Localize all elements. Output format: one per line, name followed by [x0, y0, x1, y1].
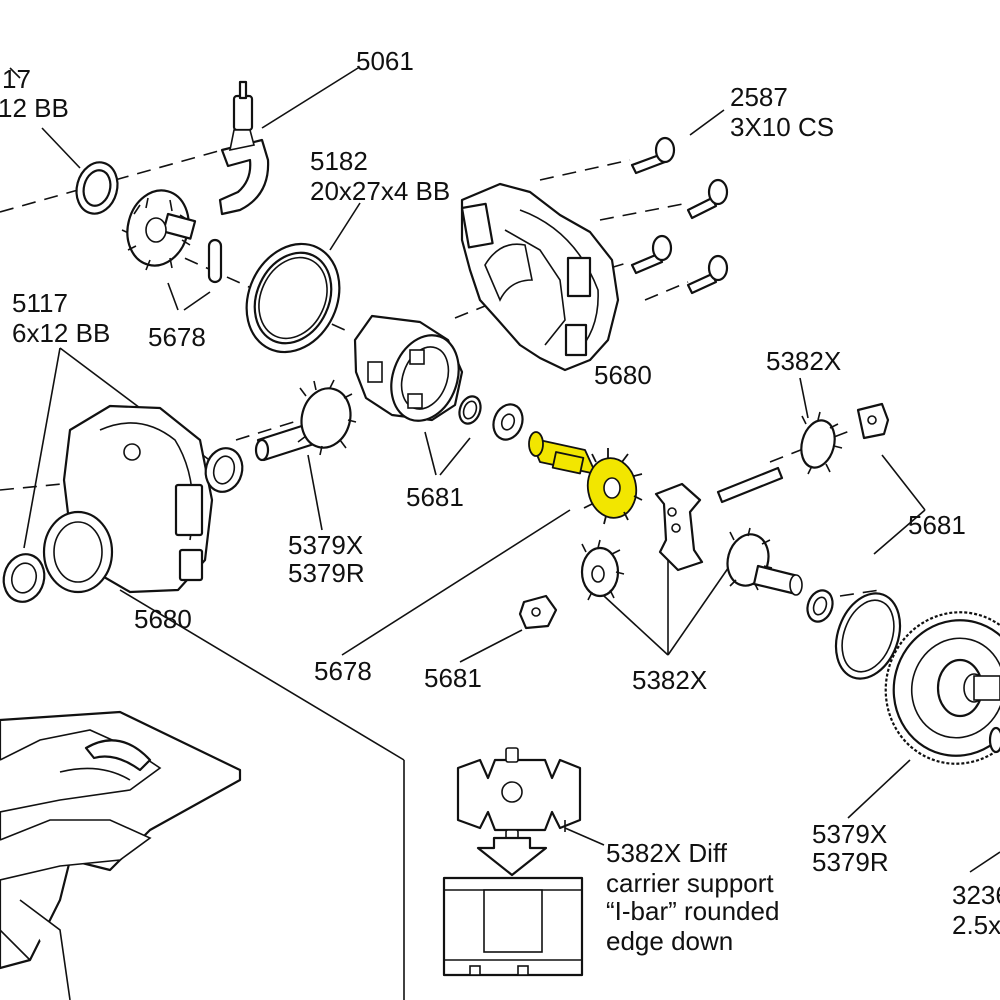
spider-gear-right	[800, 411, 843, 475]
note-line-2: carrier support	[606, 868, 774, 898]
highlighted-output-shaft	[528, 431, 643, 525]
label-housing-upper: 5680	[594, 360, 652, 390]
screw-1	[630, 136, 676, 175]
label-bb-top-left-size: 12 BB	[0, 93, 69, 123]
output-gear-right	[726, 527, 803, 596]
diff-gasket	[834, 592, 902, 680]
screw-bottom-right	[988, 726, 1000, 754]
small-block-right	[856, 402, 890, 440]
label-diff-parts-small: 5681	[424, 663, 482, 693]
washer-center-1	[458, 395, 482, 425]
bearing-top-left	[75, 161, 119, 215]
screw-4	[686, 254, 729, 295]
label-fork-num: 5061	[356, 46, 414, 76]
label-diff-parts-right: 5681	[908, 510, 966, 540]
diff-carrier	[353, 314, 464, 422]
output-gear-left	[254, 379, 357, 462]
label-screw-br-size: 2.5x	[952, 910, 1000, 940]
washer-center-2	[492, 403, 524, 441]
pin-shaft-right	[716, 466, 784, 504]
label-pin-highlight: 5678	[314, 656, 372, 686]
spider-gear-top-left	[126, 189, 197, 271]
bearing-left-upper	[204, 447, 244, 493]
label-gear-set-top: 5382X	[766, 346, 841, 376]
label-bb-left-num: 5117	[12, 288, 68, 318]
pin-left	[207, 238, 223, 284]
label-bb-left-size: 6x12 BB	[12, 318, 110, 348]
label-output-right-a: 5379X	[812, 819, 887, 849]
label-bb-top-left-num: 17	[2, 64, 31, 94]
chassis-section	[0, 710, 242, 1000]
label-screw-size: 3X10 CS	[730, 112, 834, 142]
label-housing-left: 5680	[134, 604, 192, 634]
i-bar-carrier-support	[654, 482, 704, 572]
bearing-left-lower	[2, 553, 46, 603]
small-block-bottom	[518, 594, 558, 630]
seal-ring	[245, 242, 341, 354]
diff-housing-left	[42, 404, 214, 594]
label-gear-set-bottom: 5382X	[632, 665, 707, 695]
label-output-left-b: 5379R	[288, 558, 365, 588]
label-output-right-b: 5379R	[812, 847, 889, 877]
inset-i-bar	[442, 747, 584, 977]
note-line-3: “I-bar” rounded	[606, 896, 779, 926]
label-seal-num: 5182	[310, 146, 368, 176]
label-seal-size: 20x27x4 BB	[310, 176, 450, 206]
label-diff-parts-center: 5681	[406, 482, 464, 512]
leader-lines	[9, 67, 1000, 1000]
screw-3	[630, 234, 673, 275]
note-line-1: 5382X Diff	[606, 838, 728, 868]
spider-gear-bottom	[580, 539, 625, 601]
label-screw-br-num: 3236	[952, 880, 1000, 910]
label-output-left-a: 5379X	[288, 530, 363, 560]
label-pin-left: 5678	[148, 322, 206, 352]
ring-gear	[884, 611, 1000, 765]
screw-2	[686, 178, 729, 220]
diff-housing-upper	[460, 182, 620, 372]
note-line-4: edge down	[606, 926, 733, 956]
shift-fork	[218, 80, 270, 216]
part-labels: 17 12 BB 5061 2587 3X10 CS 5182 20x27x4 …	[0, 46, 1000, 956]
label-screw-num: 2587	[730, 82, 788, 112]
washer-right	[806, 589, 834, 623]
